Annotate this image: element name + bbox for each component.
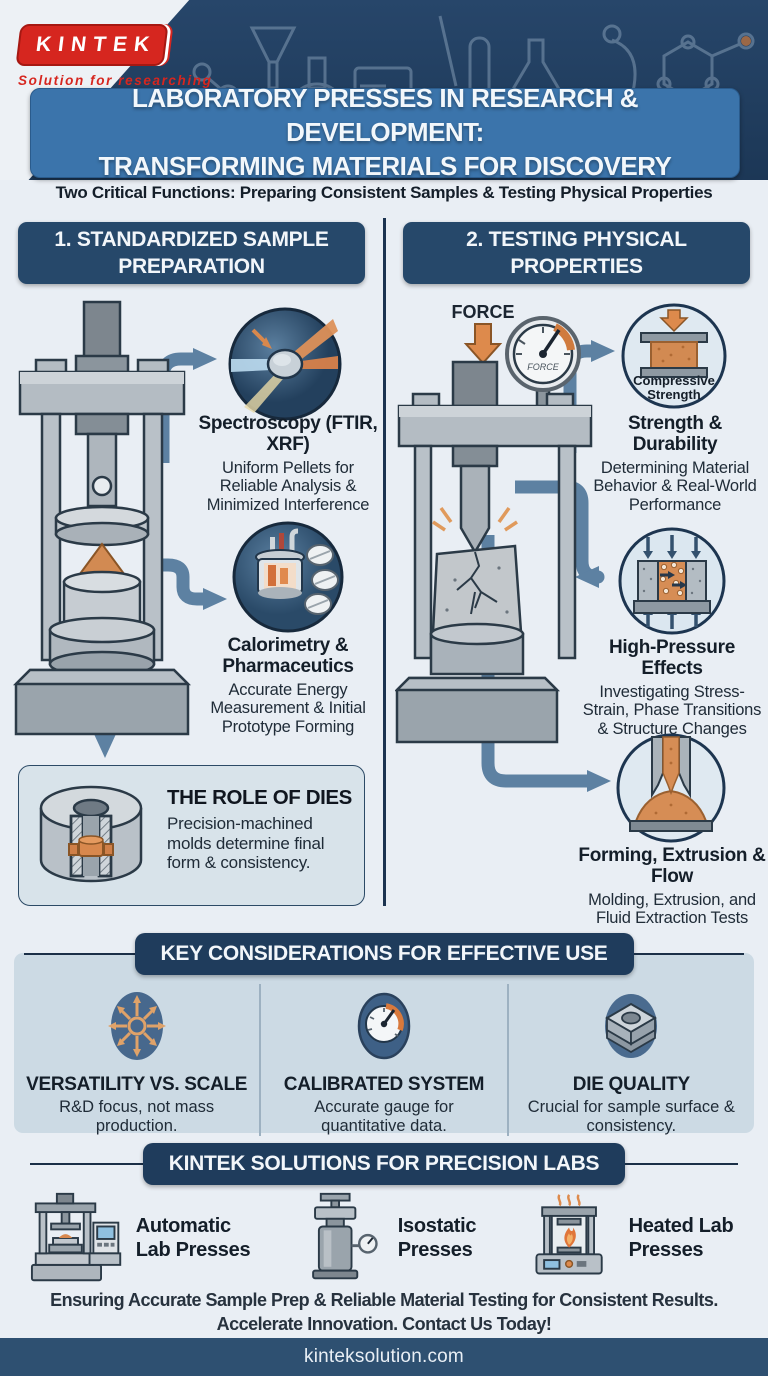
solutions-header-row: KINTEK SOLUTIONS FOR PRECISION LABS bbox=[30, 1142, 738, 1186]
footer-bar: kinteksolution.com bbox=[0, 1338, 768, 1376]
consideration-title: VERSATILITY VS. SCALE bbox=[26, 1074, 248, 1095]
closing-line2: Accelerate Innovation. Contact Us Today! bbox=[216, 1314, 552, 1335]
item-desc: Determining Material Behavior & Real-Wor… bbox=[593, 458, 757, 515]
consideration-versatility: VERSATILITY VS. SCALE R&D focus, not mas… bbox=[14, 984, 259, 1136]
item-title: Calorimetry & Pharmaceutics bbox=[222, 635, 354, 678]
item-desc: Uniform Pellets for Reliable Analysis & … bbox=[206, 458, 370, 515]
die-cross-section-icon bbox=[39, 785, 143, 883]
product-label: Automatic Lab Presses bbox=[136, 1214, 251, 1262]
item-title: High-Pressure Effects bbox=[609, 637, 735, 680]
key-considerations-section: KEY CONSIDERATIONS FOR EFFECTIVE USE bbox=[0, 930, 768, 1136]
spectroscopy-item: Spectroscopy (FTIR, XRF) Uniform Pellets… bbox=[198, 413, 378, 515]
considerations-columns: VERSATILITY VS. SCALE R&D focus, not mas… bbox=[14, 984, 754, 1136]
consideration-calibrated: CALIBRATED SYSTEM Accurate gauge for qua… bbox=[259, 984, 506, 1136]
item-title: Spectroscopy (FTIR, XRF) bbox=[198, 413, 378, 456]
product-label-line1: Heated Lab bbox=[628, 1215, 734, 1237]
product-label-line1: Isostatic bbox=[397, 1215, 477, 1237]
gauge-dial-label: FORCE bbox=[527, 362, 559, 372]
product-automatic-lab-presses: Automatic Lab Presses bbox=[18, 1190, 262, 1286]
solutions-section: KINTEK SOLUTIONS FOR PRECISION LABS bbox=[0, 1138, 768, 1286]
logo-tagline: Solution for researching bbox=[18, 73, 213, 88]
compressive-strength-badge: Compressive Strength bbox=[633, 373, 715, 403]
header-rule-right bbox=[625, 1162, 738, 1166]
role-of-dies-text: THE ROLE OF DIES Precision-machined mold… bbox=[167, 786, 353, 873]
high-pressure-icon bbox=[618, 527, 726, 635]
title-line-1: LABORATORY PRESSES IN RESEARCH & DEVELOP… bbox=[131, 83, 639, 148]
testing-press-illustration-icon: FORCE FORCE bbox=[395, 302, 593, 744]
product-label-line1: Automatic bbox=[135, 1215, 231, 1237]
role-of-dies-box: THE ROLE OF DIES Precision-machined mold… bbox=[18, 765, 365, 906]
product-label-line2: Presses bbox=[397, 1239, 473, 1261]
header-rule-left bbox=[30, 1162, 143, 1166]
brand-logo: KINTEK Solution for researching bbox=[15, 24, 213, 88]
item-desc: Accurate Energy Measurement & Initial Pr… bbox=[210, 680, 366, 737]
product-label: Heated Lab Presses bbox=[629, 1214, 734, 1262]
forming-extrusion-item: Forming, Extrusion & Flow Molding, Extru… bbox=[578, 845, 766, 928]
considerations-header-row: KEY CONSIDERATIONS FOR EFFECTIVE USE bbox=[24, 932, 745, 976]
force-label: FORCE bbox=[452, 302, 515, 322]
consideration-desc: R&D focus, not mass production. bbox=[59, 1098, 215, 1135]
heated-lab-press-icon bbox=[535, 1194, 603, 1275]
product-label-line2: Lab Presses bbox=[135, 1239, 251, 1261]
calorimetry-icon bbox=[232, 521, 344, 633]
pellet-press-illustration-icon bbox=[12, 300, 192, 736]
high-pressure-item: High-Pressure Effects Investigating Stre… bbox=[578, 637, 766, 739]
radiating-arrows-icon bbox=[107, 992, 166, 1060]
item-title: Strength & Durability bbox=[627, 413, 723, 456]
title-line-2: TRANSFORMING MATERIALS FOR DISCOVERY bbox=[98, 150, 672, 181]
section-header-testing-properties: 2. TESTING PHYSICAL PROPERTIES bbox=[403, 222, 750, 284]
main-title-banner: LABORATORY PRESSES IN RESEARCH & DEVELOP… bbox=[30, 83, 740, 181]
automatic-lab-press-icon bbox=[30, 1192, 121, 1282]
product-label-line2: Presses bbox=[628, 1239, 704, 1261]
column-divider bbox=[383, 218, 386, 906]
item-desc: Investigating Stress-Strain, Phase Trans… bbox=[582, 682, 762, 739]
item-title: Forming, Extrusion & Flow bbox=[578, 845, 766, 888]
consideration-title: DIE QUALITY bbox=[572, 1074, 690, 1095]
item-desc: Molding, Extrusion, and Fluid Extraction… bbox=[588, 890, 756, 928]
products-row: Automatic Lab Presses bbox=[18, 1190, 750, 1286]
spectroscopy-icon bbox=[228, 307, 342, 421]
dies-desc: Precision-machined molds determine final… bbox=[167, 814, 325, 873]
consideration-desc: Crucial for sample surface & consistency… bbox=[527, 1098, 735, 1135]
header-rule-left bbox=[24, 952, 135, 956]
forming-extrusion-icon bbox=[616, 733, 726, 843]
product-label: Isostatic Presses bbox=[397, 1214, 477, 1262]
section-header-sample-preparation: 1. STANDARDIZED SAMPLE PREPARATION bbox=[18, 222, 365, 284]
subtitle: Two Critical Functions: Preparing Consis… bbox=[55, 183, 713, 202]
consideration-title: CALIBRATED SYSTEM bbox=[283, 1074, 485, 1095]
isostatic-press-icon bbox=[311, 1192, 378, 1280]
header-rule-right bbox=[633, 952, 745, 956]
product-heated-lab-presses: Heated Lab Presses bbox=[506, 1190, 750, 1286]
pressure-gauge-icon bbox=[357, 992, 411, 1060]
compressive-strength-icon: Compressive Strength bbox=[621, 303, 727, 409]
considerations-header: KEY CONSIDERATIONS FOR EFFECTIVE USE bbox=[134, 933, 634, 975]
die-block-icon bbox=[605, 994, 658, 1058]
closing-line1: Ensuring Accurate Sample Prep & Reliable… bbox=[50, 1290, 718, 1310]
solutions-header: KINTEK SOLUTIONS FOR PRECISION LABS bbox=[142, 1143, 626, 1185]
calorimetry-item: Calorimetry & Pharmaceutics Accurate Ene… bbox=[198, 635, 378, 737]
closing-message: Ensuring Accurate Sample Prep & Reliable… bbox=[0, 1288, 768, 1337]
consideration-die-quality: DIE QUALITY Crucial for sample surface &… bbox=[506, 984, 754, 1136]
dies-title: THE ROLE OF DIES bbox=[167, 786, 352, 809]
strength-durability-item: Strength & Durability Determining Materi… bbox=[586, 413, 764, 515]
logo-text: KINTEK bbox=[15, 24, 169, 66]
consideration-desc: Accurate gauge for quantitative data. bbox=[314, 1098, 454, 1135]
footer-website-link[interactable]: kinteksolution.com bbox=[304, 1346, 464, 1367]
product-isostatic-presses: Isostatic Presses bbox=[262, 1190, 506, 1286]
